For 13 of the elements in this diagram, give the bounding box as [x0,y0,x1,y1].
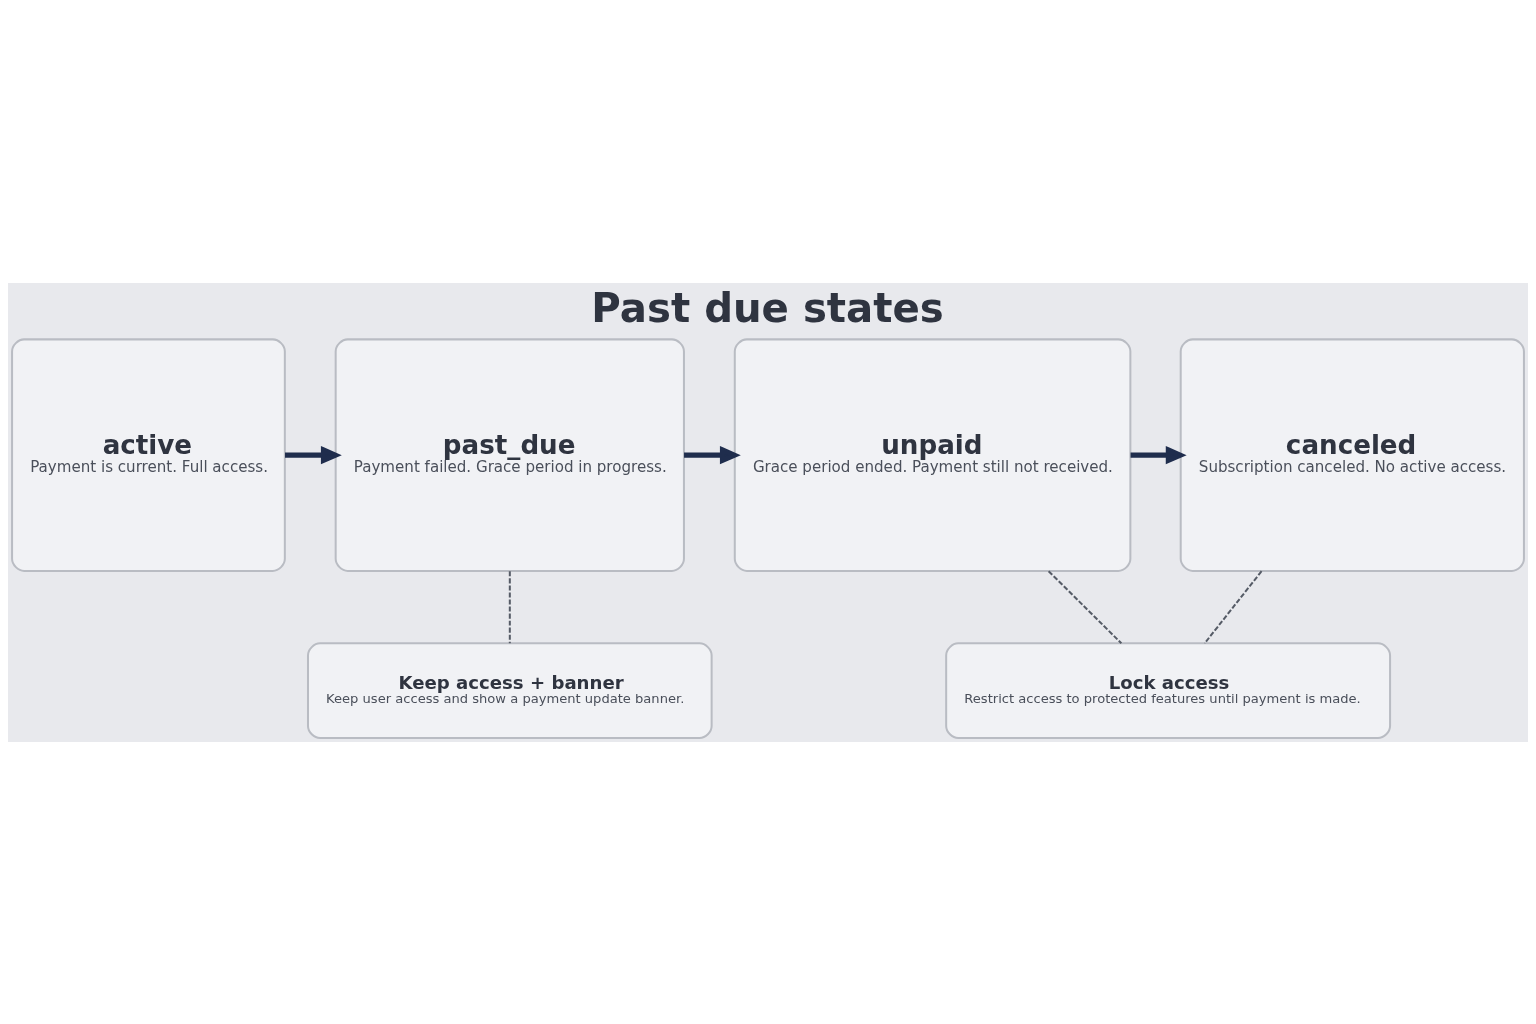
node-box: Lock access Restrict access to protected features until payment is made. [945,641,1392,739]
arrow [1130,445,1187,464]
arrow [684,445,741,464]
connector [508,570,511,643]
node-box: Keep access + banner Keep user access and show a payment update banner. [307,641,713,739]
node-box: active Payment is current. Full access. [11,337,286,572]
connector [1203,570,1263,644]
connector [1047,569,1123,644]
arrow [285,445,342,464]
diagram-title: Past due states [591,284,944,331]
node-box: canceled Subscription canceled. No active access. [1179,337,1525,572]
node-box: past_due Payment failed. Grace period in progress. [334,337,685,572]
node-box: unpaid Grace period ended. Payment still not received. [733,337,1132,572]
